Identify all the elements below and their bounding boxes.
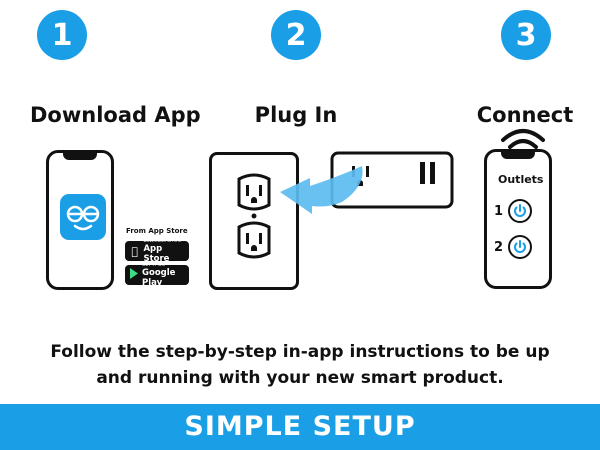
app-store-label: From App Store [126,227,188,235]
apple-badge-small: Download on the [143,238,182,244]
bottom-receptacle [237,221,271,259]
wall-outlets-drawing [237,173,271,259]
phone-notch [501,149,535,159]
step-2-title: Plug In [254,103,338,127]
outlet-2-number: 2 [494,240,504,255]
step-2-number: 2 [271,10,321,60]
power-icon [514,240,526,253]
google-play-icon [129,268,139,282]
simple-setup-banner: SIMPLE SETUP [0,404,600,450]
google-badge-small: GET IT ON [142,262,165,268]
outlet-1-power-button[interactable] [508,199,532,223]
power-icon [514,204,526,217]
apple-app-store-badge[interactable]:  Download on the App Store [125,238,189,264]
top-receptacle [237,173,271,211]
smart-plug-drawing [280,151,454,214]
outlet-1-number: 1 [494,204,504,219]
apple-icon:  [129,245,140,258]
apple-badge-big: App Store [143,243,170,264]
app-face-icon [60,194,106,240]
step-1-number: 1 [37,10,87,60]
outlet-2-power-button[interactable] [508,235,532,259]
setup-instructions: Follow the step-by-step in-app instructi… [0,339,600,391]
phone-connect [484,149,552,289]
step-3-number: 3 [501,10,551,60]
arrow-icon [280,166,363,214]
step-3-title: Connect [476,103,574,127]
instruction-line-2: and running with your new smart product. [96,368,504,388]
google-badge-big: Google Play [142,267,176,288]
instruction-line-1: Follow the step-by-step in-app instructi… [50,342,550,362]
outlets-label: Outlets [498,173,544,186]
step-1-title: Download App [30,103,201,127]
phone-notch [63,150,97,160]
google-play-badge[interactable]: GET IT ON Google Play [125,262,189,288]
plate-screw [251,213,257,219]
